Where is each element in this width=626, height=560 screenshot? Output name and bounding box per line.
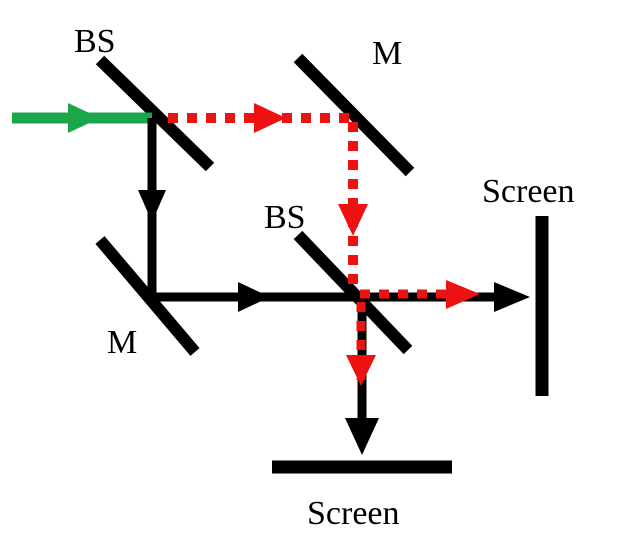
input-beam-arrowhead — [68, 103, 100, 133]
label-beam-splitter-2: BS — [264, 199, 306, 236]
black-output-arrowhead-down — [345, 418, 379, 455]
label-mirror-top: M — [372, 35, 402, 72]
beam-splitter-1 — [95, 55, 215, 172]
mirror-top — [293, 53, 415, 177]
black-path-arrowhead-right — [238, 282, 270, 312]
red-output-arrowhead-down — [346, 355, 376, 386]
label-mirror-bottom: M — [107, 324, 137, 361]
label-screen-right: Screen — [482, 173, 575, 210]
red-path-arrowhead-down — [338, 204, 368, 236]
red-output-arrowhead-right — [446, 280, 480, 309]
red-path-arrowhead-right — [254, 103, 286, 133]
label-screen-bottom: Screen — [307, 495, 400, 532]
label-beam-splitter-1: BS — [74, 23, 116, 60]
black-output-arrowhead-right — [494, 282, 530, 312]
black-path-arrowhead-down — [138, 190, 166, 222]
